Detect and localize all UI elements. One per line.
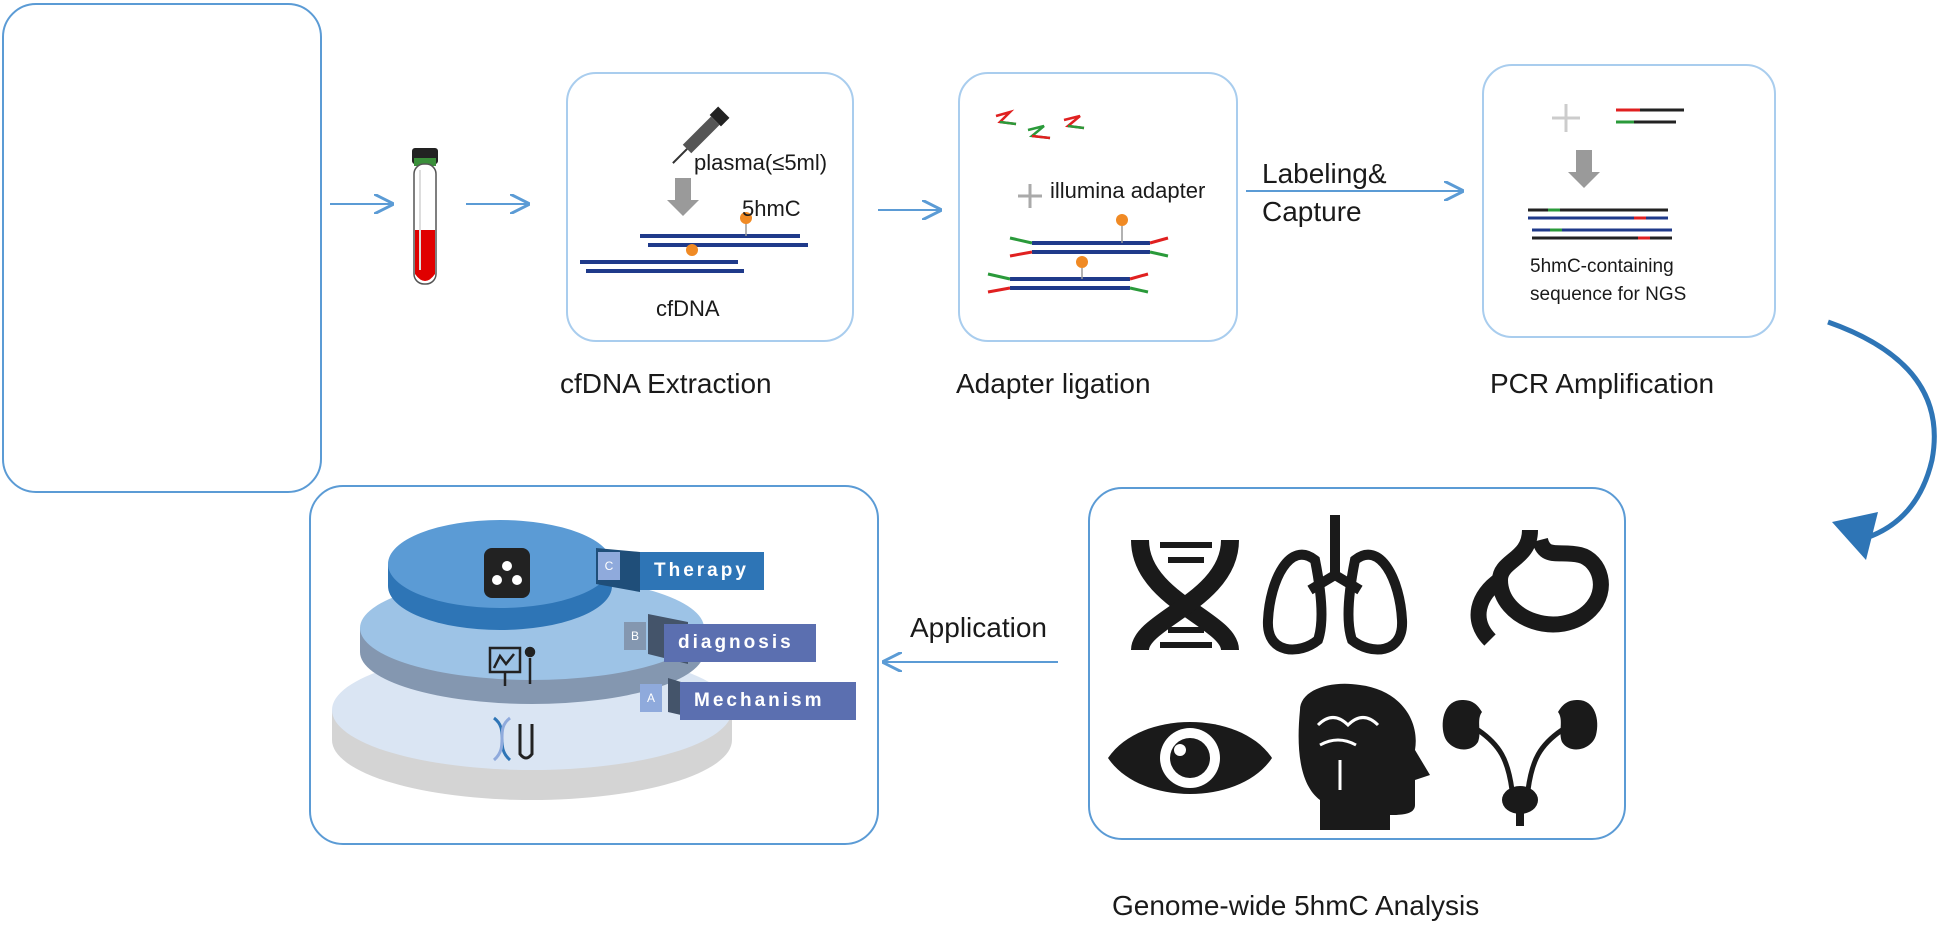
cfdna-strands	[580, 212, 808, 273]
tier-letter-b: B	[624, 622, 646, 650]
adapter-fragments	[995, 109, 1085, 140]
therapy-pill-bottle-icon	[484, 534, 530, 598]
extraction-panel	[566, 72, 854, 342]
lungs-icon	[1262, 515, 1408, 655]
mechanism-dna-icon	[492, 716, 534, 762]
illumina-adapter-label: illumina adapter	[1050, 178, 1206, 203]
plasma-label: plasma(≤5ml)	[694, 150, 828, 175]
amplified-sequences	[1528, 208, 1672, 240]
patient-panel	[2, 3, 322, 493]
tier-tag-diagnosis: diagnosis	[664, 624, 816, 662]
kidneys-icon	[1442, 700, 1598, 826]
dna-rungs-icon	[1160, 542, 1212, 648]
sequence-label-line1: 5hmC-containing	[1530, 256, 1674, 277]
analysis-caption: Genome-wide 5hmC Analysis	[1112, 890, 1480, 921]
tier-letter-a: A	[640, 684, 662, 712]
pcr-caption: PCR Amplification	[1490, 368, 1715, 399]
brain-head-icon	[1298, 683, 1430, 830]
capture-label: Capture	[1262, 196, 1362, 227]
ligation-panel	[958, 72, 1238, 342]
application-label: Application	[910, 612, 1047, 643]
primer-fragments	[1616, 108, 1684, 124]
plus-icon-pcr	[1552, 104, 1580, 132]
cfdna-label: cfDNA	[656, 296, 720, 321]
plus-icon	[1018, 184, 1042, 208]
extraction-caption: cfDNA Extraction	[560, 368, 772, 399]
sequence-label-line2: sequence for NGS	[1530, 284, 1687, 305]
analysis-panel	[1088, 487, 1626, 840]
eye-icon	[1108, 722, 1272, 794]
labeling-label: Labeling&	[1262, 158, 1387, 189]
tier-tag-mechanism: Mechanism	[680, 682, 856, 720]
diagnosis-presentation-icon	[488, 646, 536, 686]
blood-tube-icon	[412, 148, 438, 285]
stomach-icon	[1470, 529, 1609, 646]
curved-arrow-icon	[1827, 319, 1937, 560]
tier-tag-therapy: Therapy	[640, 552, 764, 590]
5hmc-label: 5hmC	[742, 196, 801, 221]
ligated-dna	[987, 214, 1169, 294]
pcr-panel	[1482, 64, 1776, 338]
application-panel	[309, 485, 879, 845]
ligation-caption: Adapter ligation	[956, 368, 1151, 399]
dna-icon	[1131, 539, 1239, 652]
tier-letter-c: C	[598, 552, 620, 580]
down-arrow-pcr-icon	[1568, 150, 1600, 188]
pipette-icon	[672, 106, 730, 164]
down-arrow-icon	[667, 178, 699, 216]
